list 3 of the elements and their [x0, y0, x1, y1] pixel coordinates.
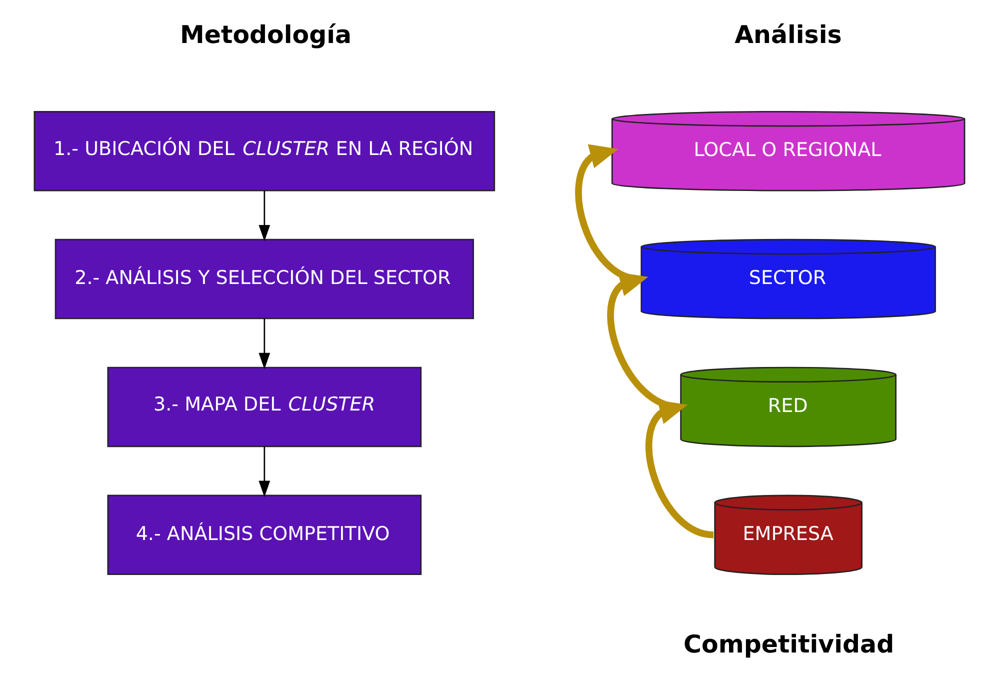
label: Metodología — [180, 20, 352, 49]
label: Competitividad — [683, 629, 894, 658]
label: Análisis — [734, 20, 842, 49]
